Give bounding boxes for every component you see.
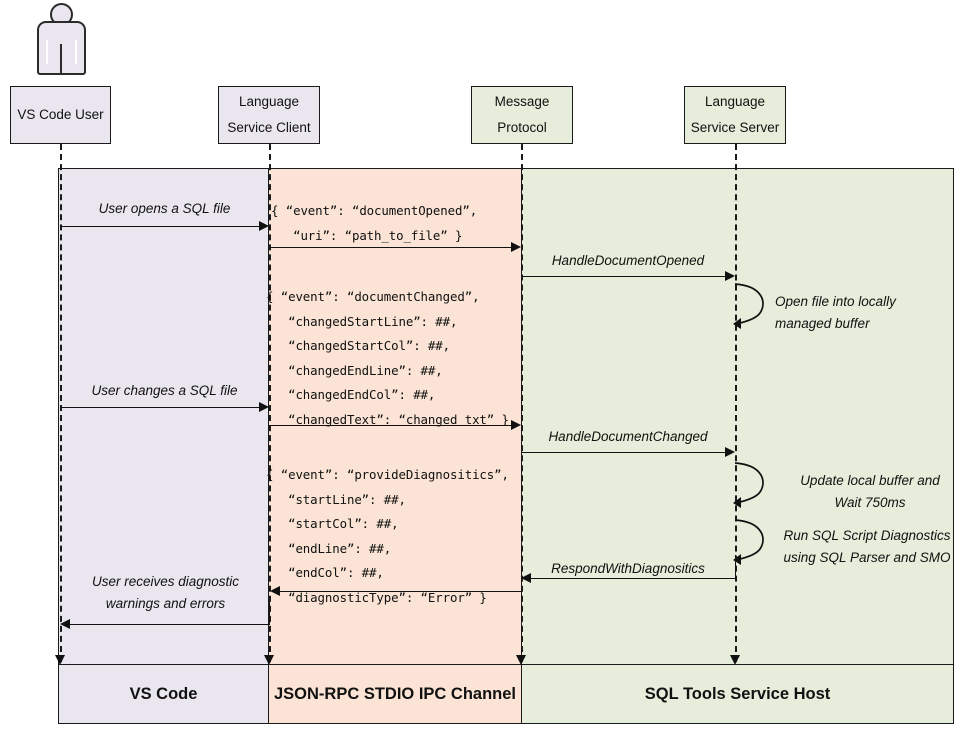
message-label-user-receives: User receives diagnostic warnings and er… [62, 571, 269, 615]
lifeline-end-arrow-vs-code-user [55, 655, 65, 665]
lifeline-box-language-service-client[interactable]: Language Service Client [218, 86, 320, 144]
footer-label: SQL Tools Service Host [644, 684, 831, 703]
message-arrow-client-to-protocol-changed [269, 425, 512, 426]
message-arrowhead-client-to-protocol-changed [511, 420, 521, 430]
footer-label: VS Code [129, 684, 198, 703]
self-action-line2: Wait 750ms [834, 494, 906, 510]
lifeline-label-line2: Service Client [227, 120, 311, 135]
self-action-line1: Run SQL Script Diagnostics [783, 528, 951, 543]
message-arrowhead-handle-document-changed [725, 447, 735, 457]
message-arrowhead-protocol-to-client [270, 586, 280, 596]
lifeline-label-line1: Language [704, 93, 766, 109]
message-arrowhead-user-receives [60, 619, 70, 629]
band-vs-code [58, 168, 269, 665]
message-arrow-handle-document-opened [521, 276, 726, 277]
lifeline-end-arrow-client [264, 655, 274, 665]
actor-leg-split-icon [60, 44, 62, 75]
message-arrow-tick-respond-origin [735, 555, 736, 579]
lifeline-language-service-server [735, 144, 737, 662]
message-label-handle-document-changed: HandleDocumentChanged [548, 429, 708, 444]
self-action-line2: using SQL Parser and SMO [783, 549, 951, 565]
footer-label: JSON-RPC STDIO IPC Channel [273, 684, 517, 703]
message-arrowhead-user-opens [259, 221, 269, 231]
message-arrow-respond-with-diagnostics [530, 578, 736, 579]
self-loop-update-buffer-wait [733, 462, 764, 508]
self-action-label-run-diagnostics: Run SQL Script Diagnostics using SQL Par… [769, 525, 962, 569]
lifeline-language-service-client [269, 144, 271, 662]
message-label-user-opens: User opens a SQL file [98, 201, 231, 216]
message-arrow-user-changes [60, 407, 260, 408]
lifeline-vs-code-user [60, 144, 62, 662]
footer-cell-service-host[interactable]: SQL Tools Service Host [521, 664, 954, 724]
lifeline-label-line1: Message [494, 93, 550, 109]
message-arrow-protocol-to-client [279, 591, 521, 592]
lifeline-end-arrow-server [730, 655, 740, 665]
lifeline-label-line2: Service Server [690, 120, 780, 135]
actor-arm-gap-left [46, 40, 48, 64]
footer-cell-ipc-channel[interactable]: JSON-RPC STDIO IPC Channel [268, 664, 522, 724]
message-label-respond-with-diagnostics: RespondWithDiagnositics [551, 561, 705, 576]
user-receives-line2: warnings and errors [105, 595, 226, 611]
lifeline-message-protocol [521, 144, 523, 662]
message-arrowhead-client-to-protocol-opened [511, 242, 521, 252]
self-loop-open-file-buffer [733, 283, 764, 329]
lifeline-label-line1: Language [238, 93, 300, 109]
self-action-line1: Update local buffer and [800, 473, 940, 488]
lifeline-label-line2: Protocol [497, 120, 547, 135]
lifeline-box-language-service-server[interactable]: Language Service Server [684, 86, 786, 144]
user-receives-line1: User receives diagnostic [91, 574, 240, 589]
footer-cell-vs-code[interactable]: VS Code [58, 664, 269, 724]
self-loop-run-diagnostics [733, 519, 764, 565]
lifeline-end-arrow-protocol [516, 655, 526, 665]
lifeline-label-line1: VS Code User [17, 106, 104, 122]
message-label-user-changes: User changes a SQL file [91, 383, 238, 398]
actor-arm-gap-right [75, 40, 77, 64]
message-arrowhead-user-changes [259, 402, 269, 412]
lifeline-box-vs-code-user[interactable]: VS Code User [10, 86, 111, 144]
lifeline-box-message-protocol[interactable]: Message Protocol [471, 86, 573, 144]
message-label-handle-document-opened: HandleDocumentOpened [551, 253, 705, 268]
message-arrowhead-handle-document-opened [725, 271, 735, 281]
band-ipc-channel [268, 168, 522, 665]
message-arrow-tick-user-receives-origin [269, 601, 270, 625]
band-service-host [521, 168, 954, 665]
payload-provide-diagnostics: { “event”: “provideDiagnositics”, “start… [266, 467, 509, 605]
self-action-label-update-buffer-wait: Update local buffer and Wait 750ms [772, 470, 962, 514]
self-action-line2: managed buffer [775, 315, 870, 331]
self-action-line1: Open file into locally [775, 294, 896, 309]
payload-document-opened: { “event”: “documentOpened”, “uri”: “pat… [271, 203, 478, 243]
message-arrow-client-to-protocol-opened [269, 247, 512, 248]
message-arrowhead-respond-with-diagnostics [521, 573, 531, 583]
message-arrow-user-receives [69, 624, 269, 625]
self-action-label-open-file-buffer: Open file into locally managed buffer [775, 291, 962, 335]
message-arrow-handle-document-changed [521, 452, 726, 453]
message-arrow-user-opens [60, 226, 260, 227]
payload-document-changed: { “event”: “documentChanged”, “changedSt… [266, 289, 509, 427]
